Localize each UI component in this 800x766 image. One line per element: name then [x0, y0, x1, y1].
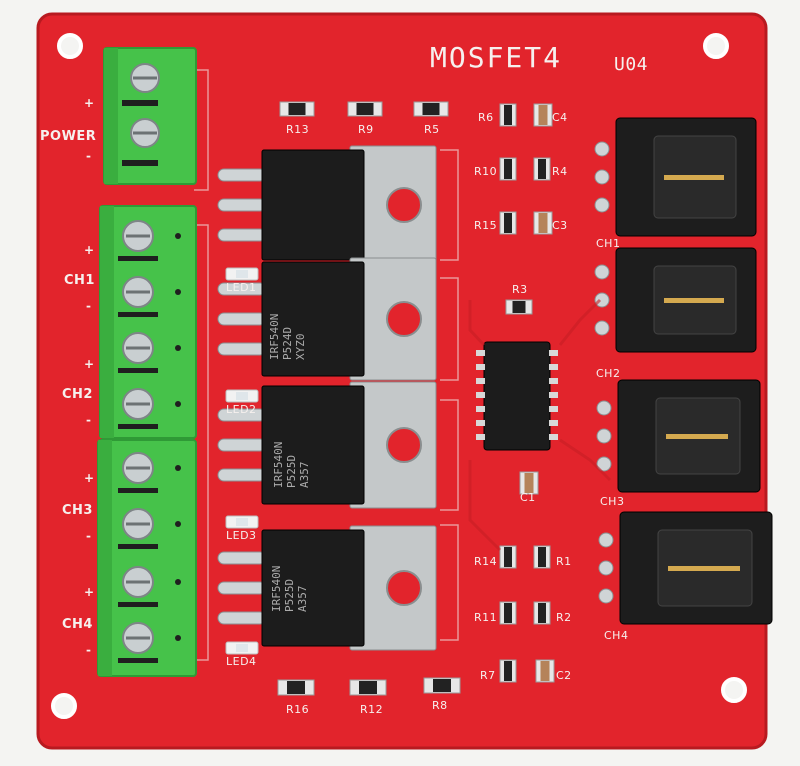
r2-label: R2	[556, 611, 572, 624]
screw-icon[interactable]	[118, 220, 181, 261]
led4-label: LED4	[226, 655, 257, 668]
mosfet-icon	[217, 145, 437, 265]
r3-label: R3	[512, 283, 528, 296]
r15-label: R15	[474, 219, 498, 232]
power-minus-label: -	[86, 149, 92, 163]
r8-label: R8	[432, 699, 448, 712]
ch3-plus-label: +	[84, 471, 95, 485]
mosfet-icon	[217, 525, 437, 651]
r12-label: R12	[360, 703, 384, 716]
screw-icon[interactable]	[118, 566, 181, 607]
jumper-connector[interactable]	[596, 379, 761, 493]
screw-icon[interactable]	[118, 332, 181, 373]
screw-icon[interactable]	[118, 452, 181, 493]
board-version: U04	[614, 54, 649, 75]
jumper-connector[interactable]	[598, 511, 773, 625]
r6-label: R6	[478, 111, 494, 124]
ch4-minus-label: -	[86, 643, 92, 657]
ch3-connector-label: CH3	[600, 495, 625, 508]
power-plus-label: +	[84, 96, 95, 110]
ic-chip	[476, 341, 558, 451]
leds	[225, 267, 259, 655]
ch2-terminal-label: CH2	[62, 387, 93, 402]
ch3-minus-label: -	[86, 529, 92, 543]
c2-label: C2	[556, 669, 572, 682]
ch4-plus-label: +	[84, 585, 95, 599]
led1-label: LED1	[226, 281, 257, 294]
led2-label: LED2	[226, 403, 257, 416]
traces	[468, 298, 612, 552]
r7-label: R7	[480, 669, 496, 682]
r16-label: R16	[286, 703, 310, 716]
c1-label: C1	[520, 491, 536, 504]
mosfet-icon	[217, 257, 437, 381]
r13-label: R13	[286, 123, 310, 136]
led3-label: LED3	[226, 529, 257, 542]
jumper-connector[interactable]	[594, 117, 757, 237]
mounting-hole	[51, 693, 77, 719]
mosfet4-marking: IRF540N P525D A357	[270, 565, 309, 612]
mosfet2-marking: IRF540N P524D XYZ0	[268, 313, 307, 360]
mounting-hole	[703, 33, 729, 59]
ch4-terminal-label: CH4	[62, 617, 93, 632]
mounting-hole	[57, 33, 83, 59]
mounting-holes	[51, 33, 747, 719]
screw-icon[interactable]	[118, 388, 181, 429]
screw-icon[interactable]	[118, 622, 181, 663]
board-title: MOSFET4	[430, 41, 563, 74]
ch1-connector-label: CH1	[596, 237, 621, 250]
ch1-terminal-label: CH1	[64, 273, 95, 288]
mosfets	[217, 145, 437, 651]
mosfet-icon	[217, 381, 437, 509]
silk-outlines	[194, 69, 459, 661]
ch2-plus-label: +	[84, 357, 95, 371]
c4-label: C4	[552, 111, 568, 124]
c3-label: C3	[552, 219, 568, 232]
ch1-plus-label: +	[84, 243, 95, 257]
smd-components	[277, 101, 555, 696]
ch1-minus-label: -	[86, 299, 92, 313]
screw-icon[interactable]	[118, 276, 181, 317]
r4-label: R4	[552, 165, 568, 178]
power-label: POWER	[40, 129, 97, 144]
jumper-connector[interactable]	[594, 247, 757, 353]
mounting-hole	[721, 677, 747, 703]
ch2-connector-label: CH2	[596, 367, 621, 380]
terminal-screws[interactable]	[118, 220, 181, 663]
ch2-minus-label: -	[86, 413, 92, 427]
r14-label: R14	[474, 555, 498, 568]
ch3-ch4-terminal-block[interactable]	[97, 439, 197, 677]
r1-label: R1	[556, 555, 572, 568]
jumper-connectors[interactable]	[594, 117, 773, 625]
r11-label: R11	[474, 611, 498, 624]
r10-label: R10	[474, 165, 498, 178]
ch3-terminal-label: CH3	[62, 503, 93, 518]
power-terminal-block[interactable]	[103, 47, 197, 185]
r5-label: R5	[424, 123, 440, 136]
screw-icon[interactable]	[118, 508, 181, 549]
r9-label: R9	[358, 123, 374, 136]
ch1-ch2-terminal-block[interactable]	[99, 205, 197, 439]
pcb-board	[36, 12, 768, 750]
ch4-connector-label: CH4	[604, 629, 629, 642]
mosfet3-marking: IRF540N P525D A357	[272, 441, 311, 488]
